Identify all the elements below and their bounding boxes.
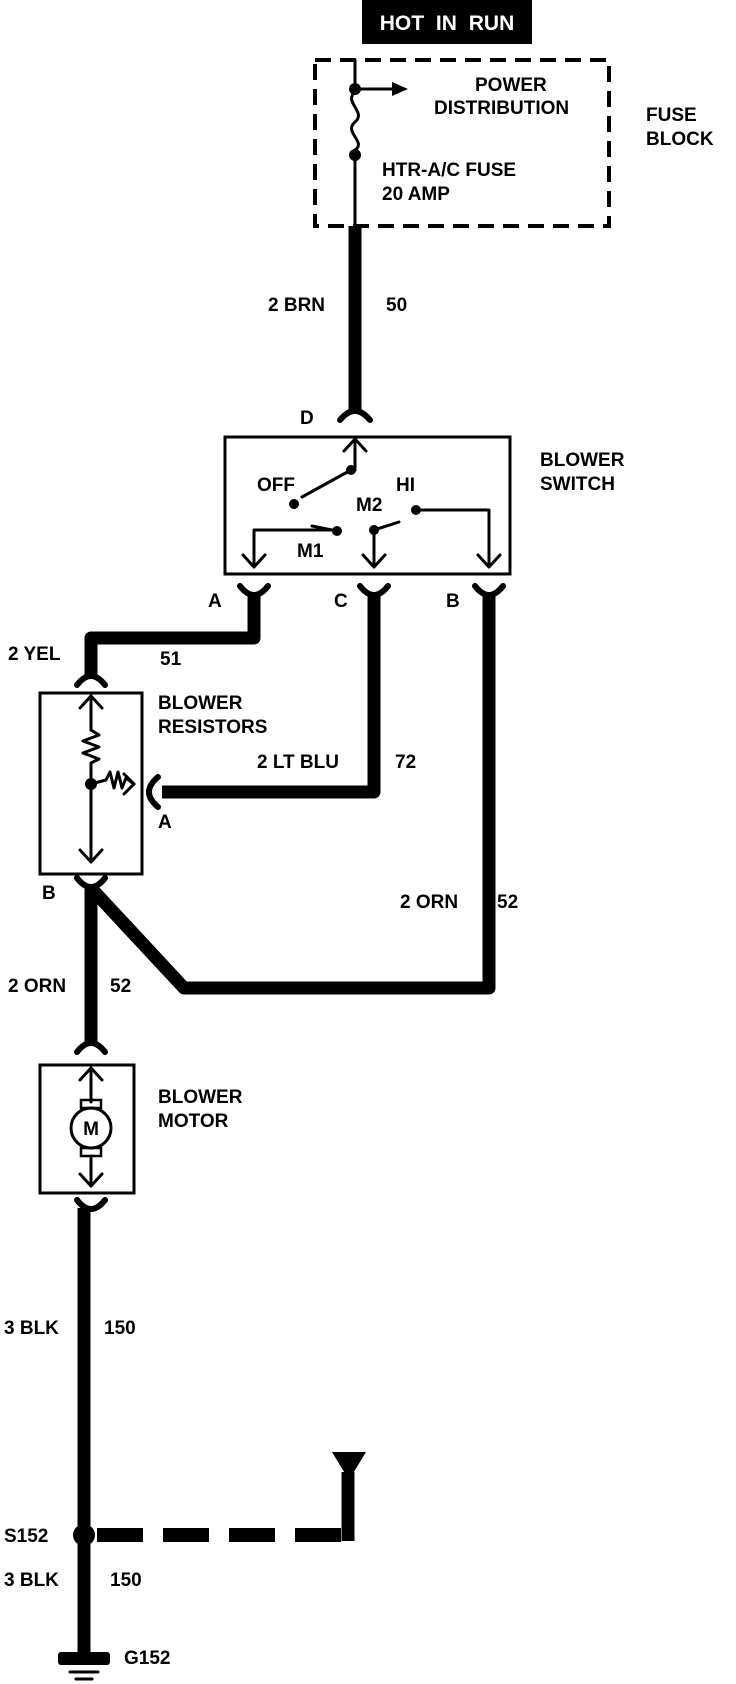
switch-terminal-c-label: C [334,591,348,612]
switch-position-hi: HI [396,475,415,496]
blower-resistors-body [38,691,144,876]
hot-in-run-banner: HOT IN RUN [362,0,532,44]
power-distribution-label-1: POWER [475,75,547,96]
wire-blk-150-upper-color: 3 BLK [4,1318,59,1339]
switch-terminal-a-arrow [241,553,267,569]
switch-connector-c [357,583,391,598]
switch-position-off: OFF [257,475,295,496]
fuse-block-outline [313,58,611,228]
fuse-block-label-1: FUSE [646,105,697,126]
blower-motor: M BLOWER MOTOR [38,1040,243,1212]
wire-ltblu-72-circuit: 72 [395,752,416,773]
resistor-connector-a [146,774,161,810]
wire-blk-150-lower: 3 BLK 150 [4,1535,142,1654]
switch-m2-stub [372,520,401,532]
switch-terminal-b-arrow [476,553,502,569]
resistor-element-1-icon [81,728,101,784]
splice-s152: S152 [4,1452,366,1547]
switch-terminal-b-label: B [446,591,460,612]
switch-blade [300,468,353,499]
wire-orn-52-left-circuit: 52 [110,976,131,997]
wire-brn-50-color: 2 BRN [268,295,325,316]
fuse-rating-label: 20 AMP [382,184,450,205]
wire-yel-51: 2 YEL 51 [8,594,261,676]
wire-ltblu-72: 2 LT BLU 72 [162,594,416,799]
switch-position-m1: M1 [297,541,324,562]
switch-position-m2: M2 [356,495,382,516]
wire-orn-52-right-circuit: 52 [497,892,518,913]
hot-in-run-background [362,0,532,44]
resistor-terminal-b-label: B [42,883,56,904]
wire-blk-150-lower-color: 3 BLK [4,1570,59,1591]
blower-switch-body [223,435,512,576]
blower-resistors: A B BLOWER RESISTORS [38,673,267,904]
switch-off-contact [289,499,299,509]
power-distribution-label-2: DISTRIBUTION [434,98,569,119]
wire-orn-52-left-color: 2 ORN [8,976,66,997]
switch-m1-lead [252,528,332,568]
resistor-terminal-a-label: A [158,812,172,833]
hot-in-run-label: HOT IN RUN [380,12,515,35]
wire-orn-52-left: 2 ORN 52 [8,886,131,1042]
motor-connector-bottom [74,1197,108,1212]
blower-switch: D OFF HI M2 M1 A C B BLOWER SWITCH [208,408,625,612]
resistor-element-2-icon [89,770,136,790]
blower-switch-label-1: BLOWER [540,450,625,471]
wire-ltblu-72-line [162,594,381,799]
wire-orn-52-right: 2 ORN 52 [86,594,518,995]
blower-switch-label-2: SWITCH [540,474,615,495]
wire-ltblu-72-color: 2 LT BLU [257,752,339,773]
splice-s152-label: S152 [4,1526,48,1547]
switch-hi-lead [414,508,491,568]
fuse-block-label-2: BLOCK [646,129,714,150]
fuse-block: POWER DISTRIBUTION FUSE BLOCK HTR-A/C FU… [313,58,714,228]
resistor-side-arrow [122,772,136,796]
wire-yel-51-color: 2 YEL [8,644,61,665]
switch-terminal-a-label: A [208,591,222,612]
ground-g152-label: G152 [124,1648,170,1669]
resistor-bottom-arrow [78,848,104,864]
switch-connector-a [237,583,271,598]
motor-connector-top [74,1040,108,1055]
resistor-connector-top [74,673,108,688]
wire-yel-51-circuit: 51 [160,649,182,670]
switch-terminal-c-arrow [361,553,387,569]
motor-symbol-letter: M [83,1119,99,1140]
resistor-connector-b [74,875,108,890]
wire-blk-150-upper-circuit: 150 [104,1318,136,1339]
motor-bottom-arrow [78,1172,104,1188]
switch-terminal-d-label: D [300,408,314,429]
blower-motor-body [38,1063,136,1195]
wire-brn-50-circuit: 50 [386,295,407,316]
fuse-name-label: HTR-A/C FUSE [382,160,516,181]
splice-branch-arrowhead [332,1452,366,1480]
wire-orn-52-right-color: 2 ORN [400,892,458,913]
blower-motor-label-2: MOTOR [158,1111,229,1132]
fuse-element-icon [350,90,360,152]
wire-brn-50: 2 BRN 50 [268,226,407,410]
switch-m1-stub [310,524,339,533]
switch-connector-d [337,408,373,423]
blower-resistors-label-1: BLOWER [158,693,243,714]
wire-blk-150-lower-circuit: 150 [110,1570,142,1591]
switch-connector-b [472,583,506,598]
ground-g152: G152 [58,1648,170,1681]
wire-orn-52-right-line [86,594,496,995]
wire-blk-150-upper: 3 BLK 150 [4,1208,136,1535]
blower-resistors-label-2: RESISTORS [158,717,267,738]
ground-bar [58,1652,110,1665]
power-distribution-arrowhead [392,82,408,96]
blower-motor-label-1: BLOWER [158,1087,243,1108]
wire-yel-51-line [84,594,261,676]
